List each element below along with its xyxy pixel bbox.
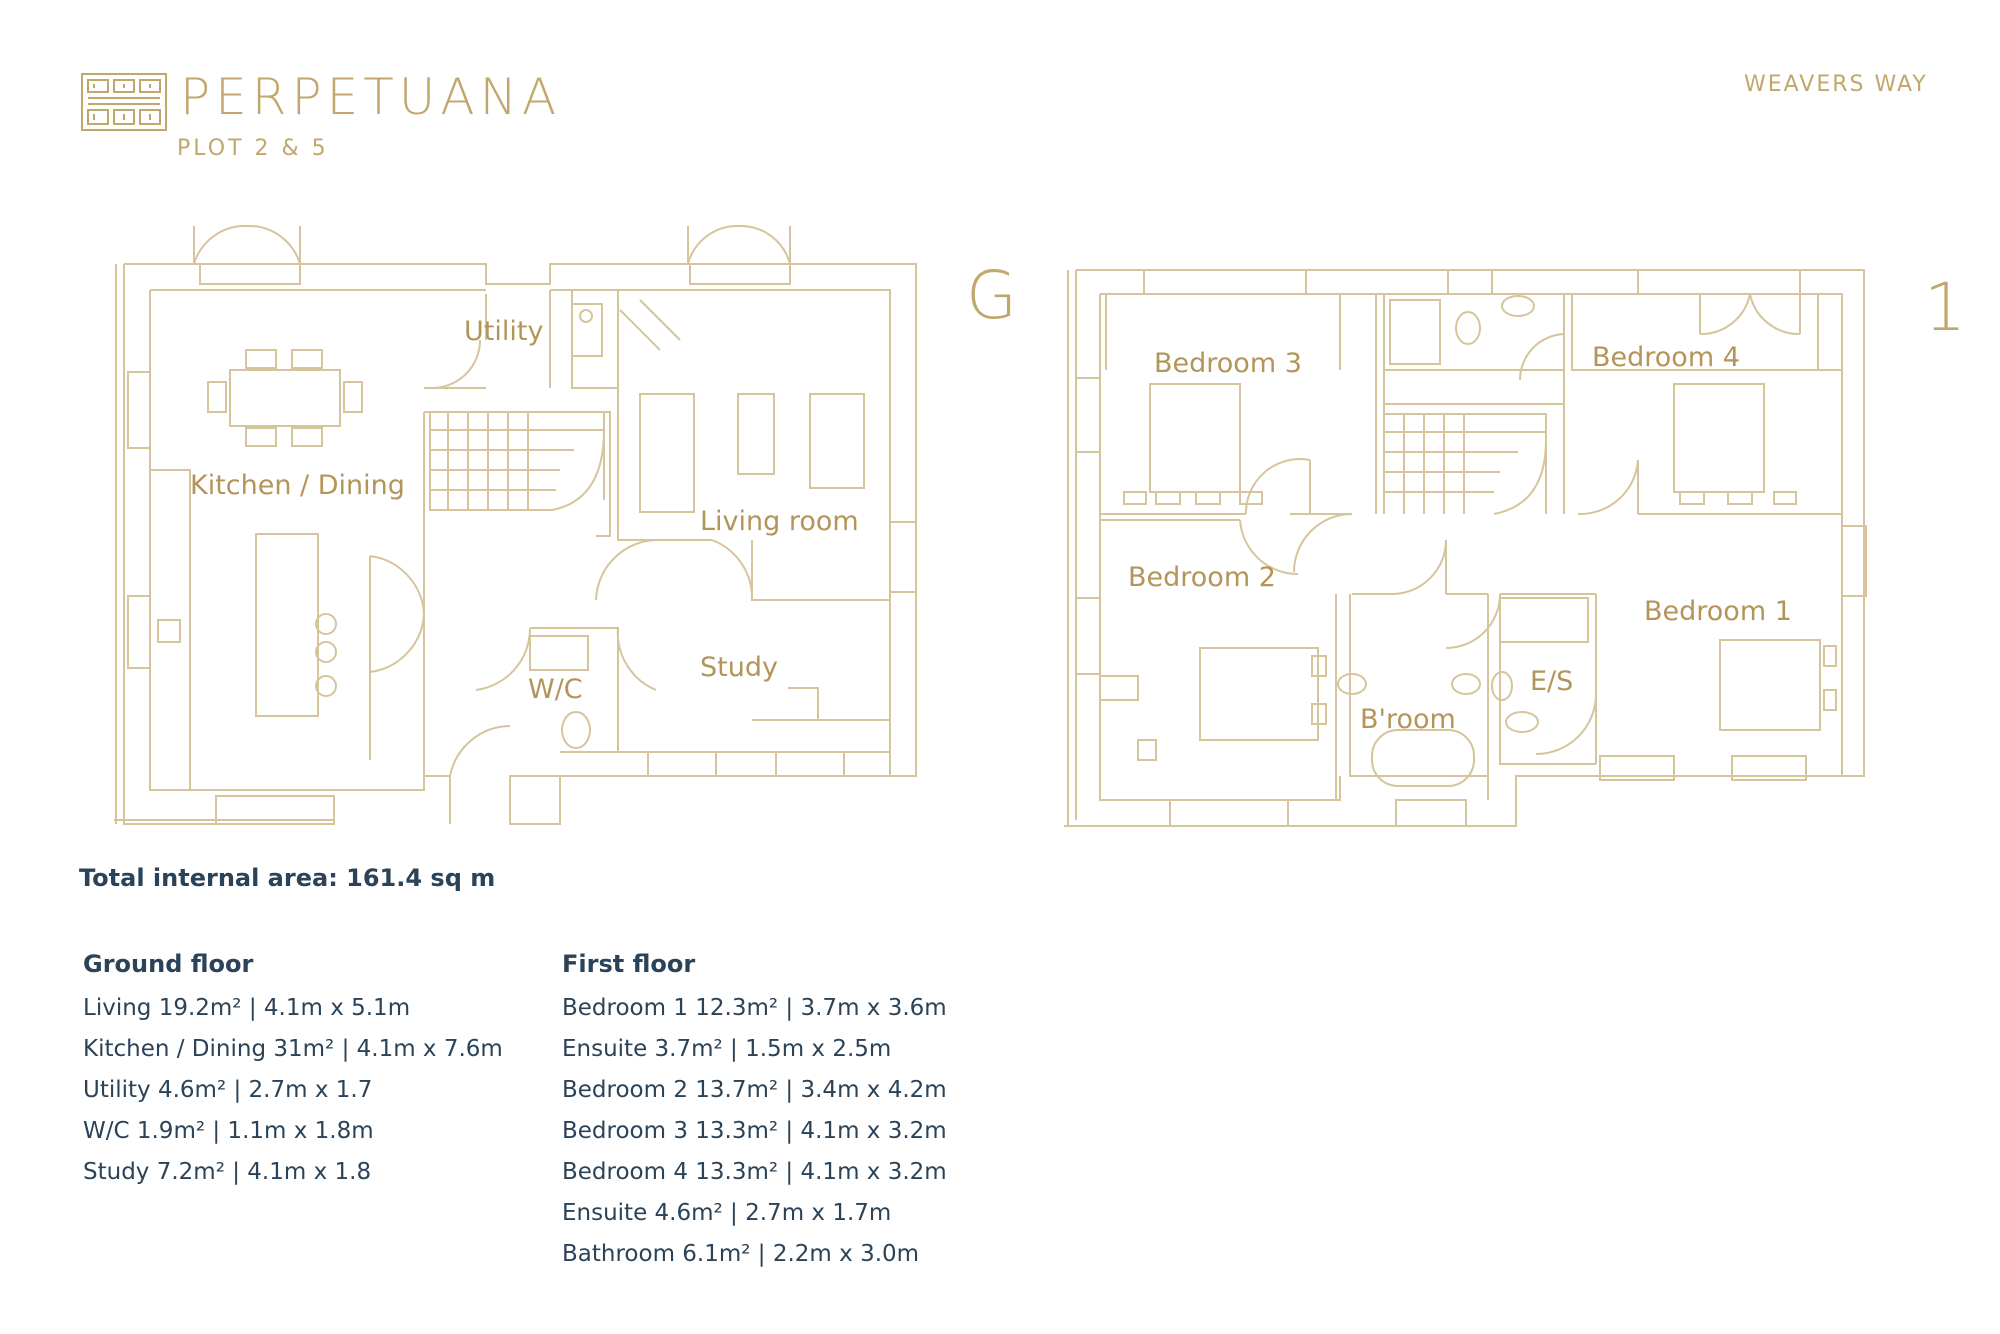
- ground-floor-heading: Ground floor: [83, 950, 254, 978]
- room-label-bathroom: B'room: [1360, 704, 1456, 735]
- schedule-line: W/C 1.9m² | 1.1m x 1.8m: [83, 1118, 374, 1144]
- brand-title: PERPETUANA: [180, 68, 562, 126]
- schedule-line: Bedroom 1 12.3m² | 3.7m x 3.6m: [562, 995, 947, 1021]
- first-floor-plan: [1064, 269, 1867, 827]
- schedule-line: Bedroom 4 13.3m² | 4.1m x 3.2m: [562, 1159, 947, 1185]
- ground-floor-marker: G: [966, 257, 1017, 334]
- room-label-utility: Utility: [464, 316, 543, 347]
- room-label-bedroom-1: Bedroom 1: [1644, 596, 1792, 627]
- room-label-bedroom-3: Bedroom 3: [1154, 348, 1302, 379]
- room-label-kitchen-dining: Kitchen / Dining: [190, 470, 405, 501]
- perpetuana-logo-icon: [81, 73, 167, 131]
- schedule-line: Utility 4.6m² | 2.7m x 1.7: [83, 1077, 373, 1103]
- room-label-bedroom-4: Bedroom 4: [1592, 342, 1740, 373]
- schedule-line: Bathroom 6.1m² | 2.2m x 3.0m: [562, 1241, 920, 1267]
- development-name: WEAVERS WAY: [1744, 72, 1928, 97]
- first-floor-schedule: First floor Bedroom 1 12.3m² | 3.7m x 3.…: [562, 948, 947, 1275]
- first-floor-heading: First floor: [562, 950, 696, 978]
- ground-floor-plan: [114, 224, 917, 825]
- schedule-line: Bedroom 2 13.7m² | 3.4m x 4.2m: [562, 1077, 947, 1103]
- schedule-line: Kitchen / Dining 31m² | 4.1m x 7.6m: [83, 1036, 503, 1062]
- plot-number: PLOT 2 & 5: [177, 136, 329, 161]
- total-internal-area: Total internal area: 161.4 sq m: [79, 864, 496, 892]
- schedule-line: Ensuite 3.7m² | 1.5m x 2.5m: [562, 1036, 892, 1062]
- schedule-line: Living 19.2m² | 4.1m x 5.1m: [83, 995, 411, 1021]
- ground-floor-schedule: Ground floor Living 19.2m² | 4.1m x 5.1m…: [83, 948, 503, 1193]
- room-label-wc: W/C: [528, 674, 583, 705]
- schedule-line: Ensuite 4.6m² | 2.7m x 1.7m: [562, 1200, 892, 1226]
- first-floor-marker: 1: [1924, 269, 1966, 346]
- room-label-living-room: Living room: [700, 506, 859, 537]
- schedule-line: Bedroom 3 13.3m² | 4.1m x 3.2m: [562, 1118, 947, 1144]
- room-label-ensuite: E/S: [1530, 666, 1573, 697]
- schedule-line: Study 7.2m² | 4.1m x 1.8: [83, 1159, 372, 1185]
- room-label-bedroom-2: Bedroom 2: [1128, 562, 1276, 593]
- room-label-study: Study: [700, 652, 778, 683]
